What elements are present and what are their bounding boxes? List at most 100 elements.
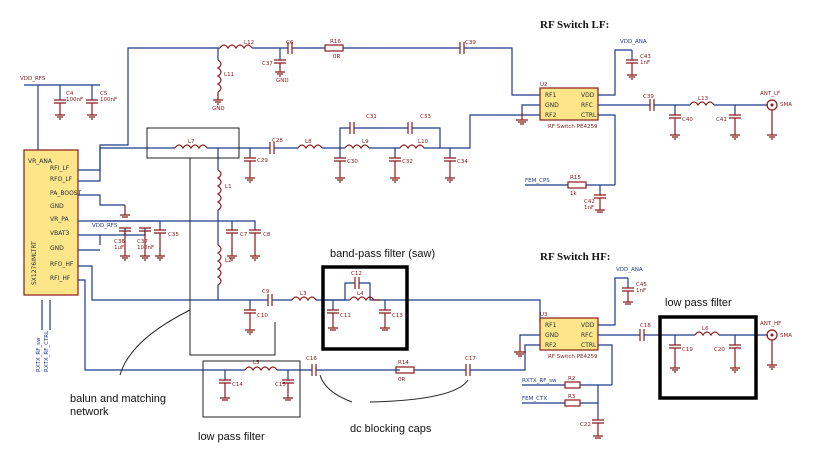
- vdd-rfs-label: VDD_RFS: [92, 223, 118, 229]
- rxtx-rf-sw-hf-net: RXTX_RF_sw: [522, 378, 557, 384]
- hf-pin-rf2: RF2: [545, 342, 557, 349]
- u3-label: U3: [540, 312, 548, 318]
- low-pass-annotation-right: low pass filter: [665, 297, 732, 309]
- l13-label: L13: [698, 96, 709, 102]
- rxtx-rf-ctrl-net: RXTX_RF_CTRL: [44, 330, 50, 372]
- pin-rfi-hf: RFI_HF: [50, 275, 71, 282]
- c20-label: C20: [714, 347, 725, 353]
- hf-pin-rf1: RF1: [545, 322, 557, 329]
- switch-hf-part: RF Switch PE4259: [548, 354, 598, 360]
- band-pass-annotation: band-pass filter (saw): [330, 248, 435, 260]
- pin-pa-boost: PA_BOOST: [50, 190, 82, 197]
- hf-pin-gnd: GND: [545, 332, 559, 339]
- l9-label: L9: [362, 139, 369, 145]
- r3-label: R3: [568, 394, 576, 400]
- pin-vbat3: VBAT3: [50, 230, 70, 237]
- c43-label: C43: [640, 54, 651, 60]
- c4-label: C4: [66, 91, 74, 97]
- c41-label: C41: [716, 117, 727, 123]
- gnd-l11: GND: [212, 106, 225, 112]
- c32-label: C32: [402, 159, 413, 165]
- c15-label: C15: [275, 382, 286, 388]
- low-pass-box-bottom: [202, 360, 301, 418]
- pin-gnd-1: GND: [50, 203, 64, 210]
- c8-label: C8: [263, 232, 271, 238]
- hf-tx-path: C9 L3 C10 C12 L4 C11 C13: [78, 265, 541, 335]
- c29-label: C29: [257, 158, 268, 164]
- c36-value: 1uF: [114, 245, 124, 251]
- l2-label: L2: [225, 258, 232, 264]
- pin-vr-ana: VR_ANA: [28, 158, 53, 165]
- lf-pin-ctrl: CTRL: [581, 112, 597, 119]
- c37-value: 100nF: [137, 245, 154, 251]
- c34-label: C34: [457, 159, 468, 165]
- c40-label: C40: [682, 117, 693, 123]
- c33-label: C33: [420, 114, 431, 120]
- c17-label: C17: [465, 356, 476, 362]
- pin-gnd-2: GND: [50, 245, 64, 252]
- sma-hf-label: SMA: [780, 333, 792, 339]
- c43-value: 1nF: [640, 60, 650, 66]
- c37b-label: C37: [137, 239, 148, 245]
- lf-pin-rfc: RFC: [581, 102, 593, 109]
- hf-pin-ctrl: CTRL: [581, 342, 597, 349]
- c6-label: C6: [286, 40, 294, 46]
- lf-pin-rf2: RF2: [545, 112, 557, 119]
- l12-label: L12: [244, 40, 254, 46]
- transceiver-chip: VDD_RFS VR_ANA RFI_LF RFO_LF PA_BOOST GN…: [20, 76, 82, 296]
- ant-lf-label: ANT_LF: [760, 91, 780, 97]
- band-pass-box: [321, 265, 409, 351]
- l7-label: L7: [188, 139, 195, 145]
- hf-pin-vdd: VDD: [581, 322, 595, 329]
- hf-vdd-label: VDD_ANA: [616, 267, 643, 273]
- pin-rfo-hf: RFO_HF: [50, 261, 74, 268]
- pin-rfi-lf: RFI_LF: [50, 165, 70, 172]
- l11-label: L11: [224, 72, 234, 78]
- l4-label: L4: [357, 291, 364, 297]
- fem-cps-net: FEM_CPS: [525, 178, 550, 184]
- c39b-label: C39: [643, 94, 654, 100]
- r14-value: 0R: [398, 377, 405, 383]
- switch-lf-part: RF Switch PE4259: [548, 124, 598, 130]
- c36-label: C36: [114, 239, 125, 245]
- balun-box-lower: [189, 158, 276, 356]
- rf-switch-hf: RF Switch HF: RF1 GND RF2 VDD RFC CTRL R…: [514, 251, 792, 439]
- dc-blocking-leaders: [319, 374, 469, 403]
- c10-label: C10: [257, 313, 268, 319]
- l5-label: L5: [253, 360, 260, 366]
- r15-label: R15: [570, 175, 581, 181]
- supply-caps: C4 100nF C5 100nF: [24, 84, 117, 150]
- fem-ctx-net: FEM_CTX: [522, 396, 547, 402]
- c16-label: C16: [306, 356, 317, 362]
- low-pass-annotation-bottom: low pass filter: [198, 431, 265, 443]
- c37-label: C37: [262, 61, 273, 67]
- sma-lf-label: SMA: [780, 102, 792, 108]
- rf-switch-lf: RF Switch LF: RF1 GND RF2 VDD RFC CTRL R…: [516, 19, 792, 213]
- dc-blocking-annotation: dc blocking caps: [350, 423, 432, 435]
- lf-pin-rf1: RF1: [545, 92, 557, 99]
- hf-rx-path: L5 C14 C15 C16 R14 0R C17 RXTX_RF_sw RXT…: [36, 279, 540, 401]
- l3-label: L3: [300, 291, 307, 297]
- c12-label: C12: [351, 271, 362, 277]
- lf-tx-path: L7 C28 L8 C29 C31 C33 L9 L10 C30 C32 C34…: [78, 114, 540, 300]
- c45-value: 1nF: [636, 288, 646, 294]
- r14-label: R14: [398, 360, 409, 366]
- l6-label: L6: [702, 326, 709, 332]
- ant-hf-label: ANT_HF: [760, 321, 781, 327]
- c39-label: C39: [465, 40, 476, 46]
- c31-label: C31: [366, 114, 377, 120]
- l10-label: L10: [418, 139, 429, 145]
- c5-label: C5: [100, 91, 108, 97]
- r16-value: 0R: [333, 54, 340, 60]
- c18-label: C18: [640, 323, 651, 329]
- c19-label: C19: [682, 347, 693, 353]
- lf-pin-gnd: GND: [545, 102, 559, 109]
- c9-label: C9: [262, 289, 270, 295]
- lf-pin-vdd: VDD: [581, 92, 595, 99]
- c22-label: C22: [580, 422, 591, 428]
- c28-label: C28: [272, 138, 283, 144]
- rxtx-rf-sw-net: RXTX_RF_sw: [36, 337, 42, 372]
- balun-leader: [119, 309, 191, 376]
- c14-label: C14: [232, 382, 243, 388]
